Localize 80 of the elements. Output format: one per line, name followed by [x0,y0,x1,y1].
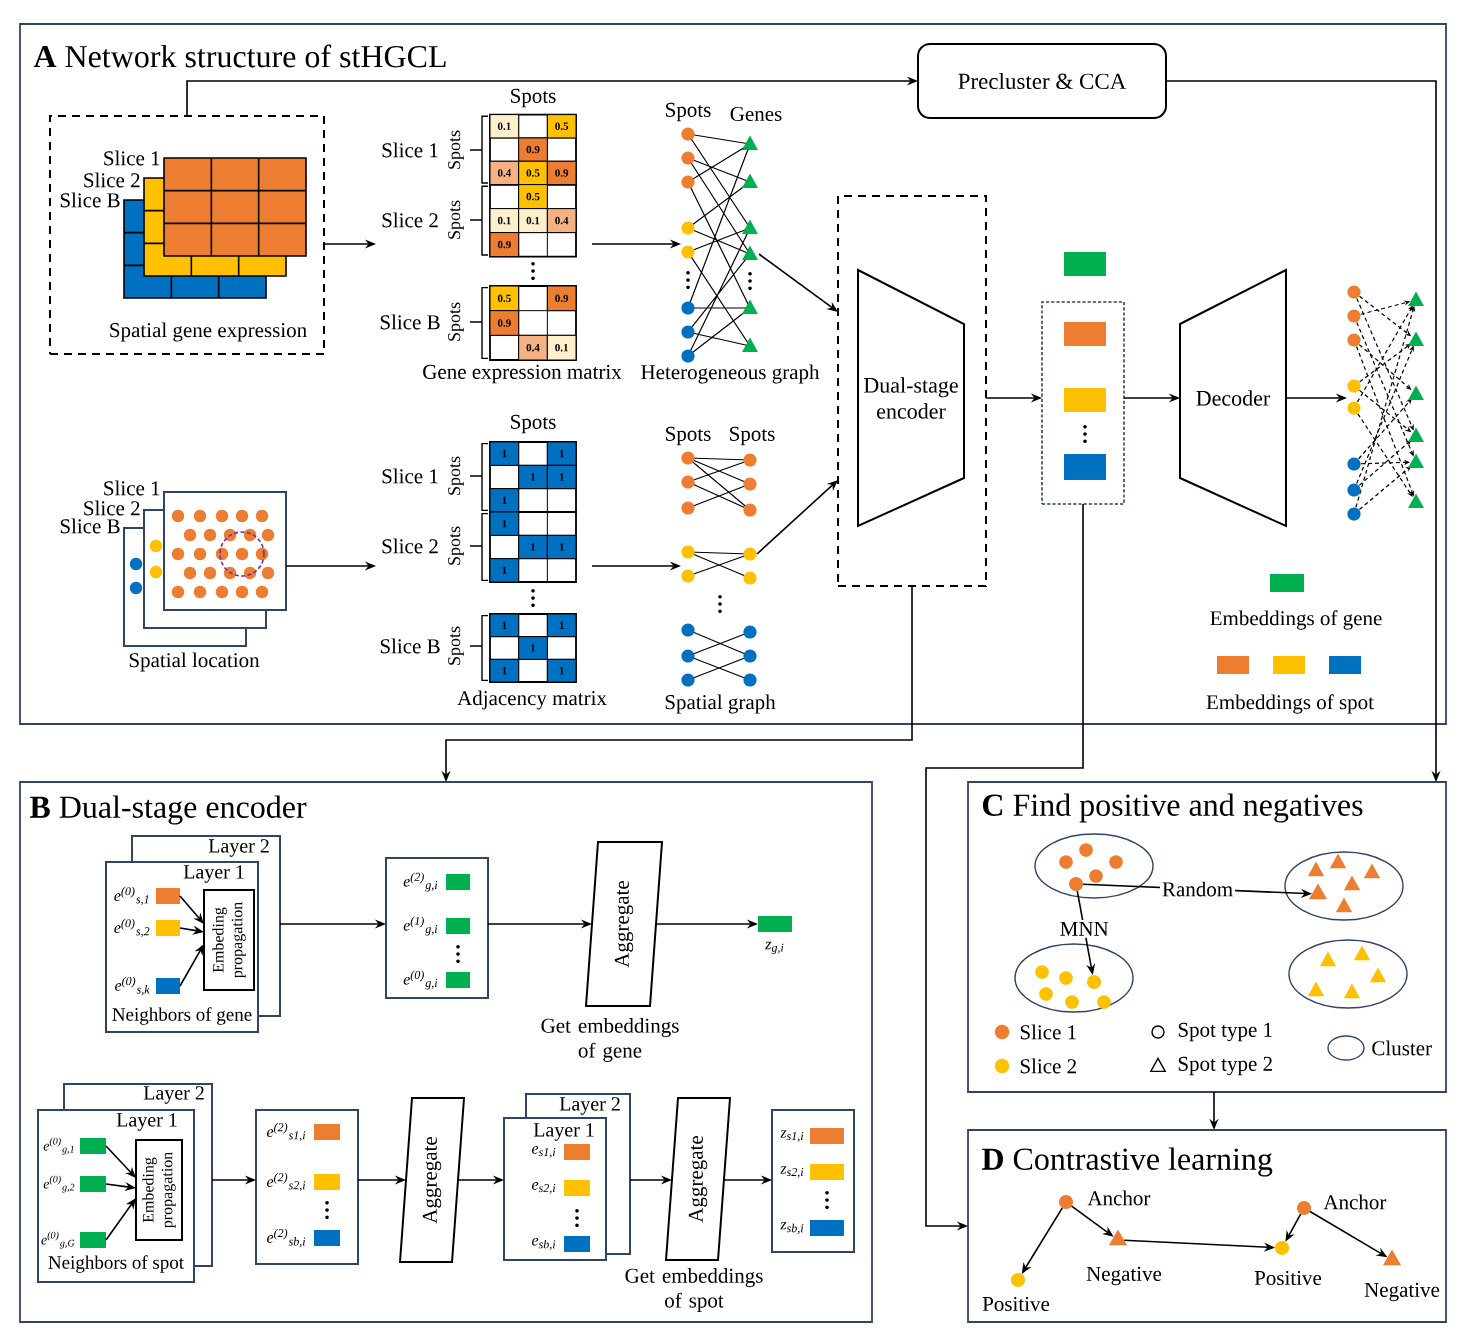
rounded-box: Precluster & CCA [917,43,1167,119]
slice-label: Slice B [60,192,120,208]
legend-label: Slice 1 [1020,1024,1076,1040]
axis-label: Spots [448,302,464,341]
triangle-marker [1308,883,1328,900]
slice-label: Slice 2 [382,538,438,554]
slice-label: Slice 2 [84,500,140,516]
slice-label: Slice B [60,518,120,534]
math-label: z$_{s2,i}$ [780,1166,804,1178]
point-label: Anchor [1323,1194,1387,1210]
panel-title: D Contrastive learning [981,1147,1273,1177]
slice-label: Slice 1 [104,480,160,496]
slice-label: Slice 1 [382,142,438,158]
layer-label: Layer 1 [116,1113,177,1131]
node-label: Spatial location [129,652,260,672]
legend-label: Slice 2 [1020,1058,1076,1074]
legend-label: Embeddings of spot [1206,694,1374,714]
panel-title: A Network structure of stHGCL [33,44,446,68]
layer-label: Layer 1 [533,1123,594,1141]
axis-label: Spots [448,626,464,665]
point-label: Positive [1254,1270,1322,1286]
arrow [756,480,838,555]
arrow [105,1145,136,1178]
point-label: Anchor [1087,1190,1151,1206]
slice-label: Slice 1 [382,468,438,484]
axis-label: Spots [666,426,711,446]
axis-label: Spots [666,102,711,122]
slice-label: Slice 1 [104,150,160,166]
math-label: z$_{s1,i}$ [780,1130,804,1142]
axis-label: Spots [448,526,464,565]
propagation-box: Embeding propagation [203,889,255,991]
math-label: e$_{s1,i}$ [532,1146,556,1158]
node-label: Spatial gene expression [110,322,307,342]
slice-label: Slice B [380,314,440,330]
legend-label: Embeddings of gene [1210,610,1382,630]
node-label: Adjacency matrix [457,690,607,710]
edge-label: Random [1159,879,1236,899]
legend-label: Cluster [1372,1040,1432,1056]
point-label: Negative [1086,1266,1162,1286]
axis-label: Spots [448,456,464,495]
node-label: Spatial graph [665,694,776,714]
dot [1069,877,1083,891]
legend-label: Spot type 2 [1178,1056,1272,1076]
card-label: Neighbors of gene [112,1007,252,1025]
bipartite-graph [1347,285,1424,521]
dot [1087,975,1101,989]
point-label: Negative [1364,1282,1440,1302]
trapezoid: Decoder [1179,268,1287,528]
arrow [179,895,204,924]
panel-title: B Dual-stage encoder [29,795,307,825]
slice-label: Slice 2 [382,212,438,228]
layer-label: Layer 2 [559,1097,620,1115]
step-label: Get embeddings of gene [541,1018,679,1062]
slice-label: Slice B [380,638,440,654]
node-label: Gene expression matrix [423,364,622,384]
legend-label: Spot type 1 [1178,1022,1272,1042]
axis-label: Spots [511,88,556,108]
arrow [758,253,838,312]
math-label: e$_{sb,i}$ [532,1237,556,1251]
point-label: Positive [982,1296,1050,1312]
axis-label: Spots [730,426,775,446]
edge-label: MNN [1057,919,1111,938]
node-label: Heterogeneous graph [641,364,820,384]
panel-title: C Find positive and negatives [982,793,1363,823]
axis-label: Spots [448,200,464,239]
propagation-box: Embeding propagation [135,1139,183,1241]
step-label: Get embeddings of spot [625,1268,763,1312]
layer-label: Layer 1 [183,865,244,883]
layer-label: Layer 2 [143,1086,204,1104]
axis-label: Genes [730,106,782,122]
math-label: z$_{sb,i}$ [780,1222,804,1234]
layer-label: Layer 2 [208,839,269,857]
axis-label: Spots [448,130,464,169]
axis-label: Spots [511,414,556,434]
slice-label: Slice 2 [84,172,140,188]
dashed-box [837,195,987,587]
math-label: z$_{g,i}$ [765,941,784,955]
math-label: e$_{s2,i}$ [532,1182,556,1194]
card-label: Neighbors of spot [48,1255,184,1273]
arrow [105,1198,136,1241]
